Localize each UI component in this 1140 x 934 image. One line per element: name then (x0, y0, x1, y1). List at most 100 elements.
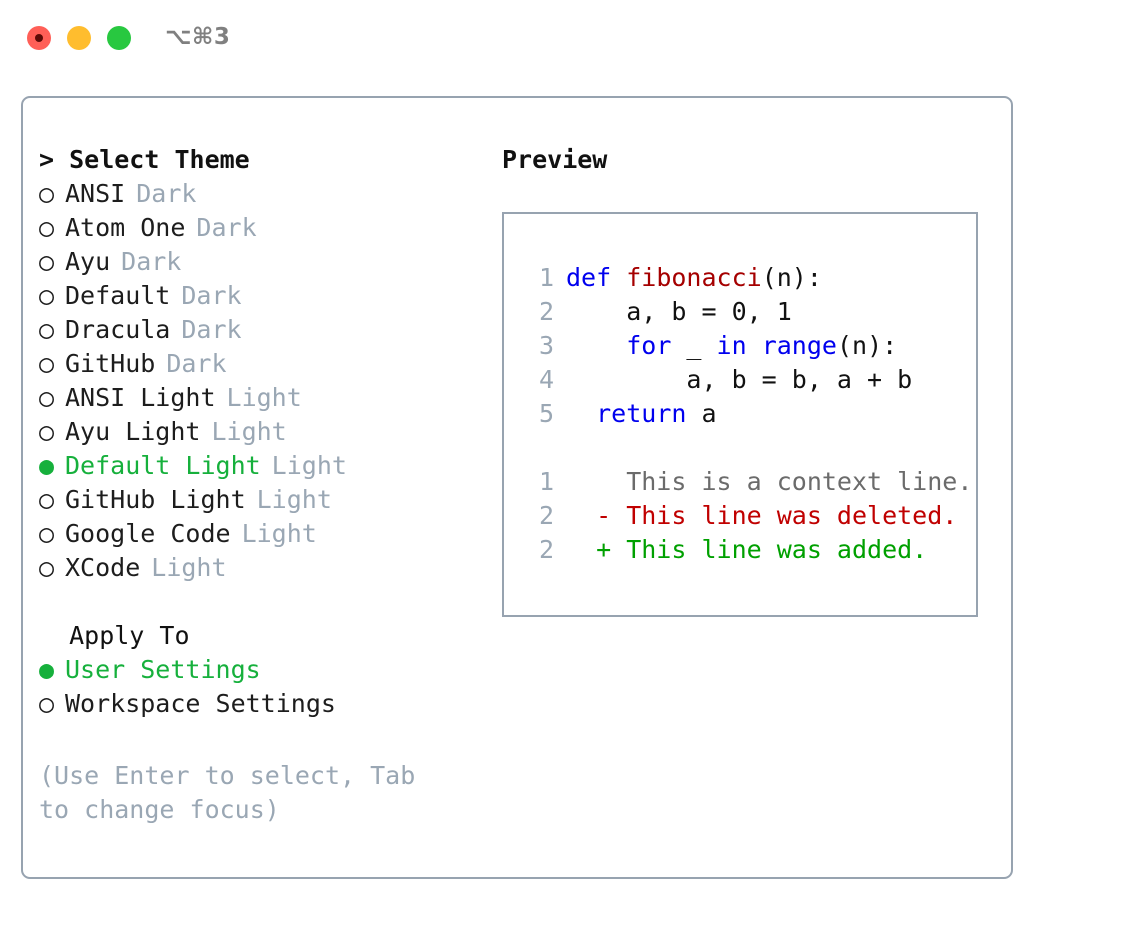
line-number: 2 (538, 297, 554, 326)
theme-option-label: Google Code (65, 519, 231, 548)
code-line-text: a, b = 0, 1 (566, 295, 792, 329)
radio-unselected-icon: ○ (39, 485, 55, 514)
apply-to-option-label: Workspace Settings (65, 689, 336, 718)
theme-option-label: Default (65, 281, 171, 310)
line-number: 2 (538, 501, 554, 530)
apply-to-heading: Apply To (39, 621, 190, 650)
theme-option-ansi-light[interactable]: ○ ANSI Light Light (39, 381, 489, 415)
keyboard-hint-text: (Use Enter to select, Tab to change focu… (39, 761, 416, 824)
apply-to-option-label: User Settings (65, 655, 261, 684)
code-line: 3 for _ in range(n): (520, 329, 968, 363)
line-number: 1 (538, 263, 554, 292)
theme-option-label: Dracula (65, 315, 171, 344)
code-token-plain: a (686, 399, 717, 428)
code-line: 1 def fibonacci(n): (520, 261, 968, 295)
apply-to-option-workspace-settings[interactable]: ○ Workspace Settings (39, 687, 489, 721)
code-token-fn: fibonacci (626, 263, 762, 292)
code-token-plain: (n): (836, 331, 898, 360)
code-token-plain: a, b = b, a + b (566, 365, 913, 394)
diff-sample: 1 This is a context line.2 - This line w… (520, 465, 972, 567)
code-token-plain: a, b = 0, 1 (566, 297, 792, 326)
radio-unselected-icon: ○ (39, 383, 55, 412)
theme-option-ayu-light[interactable]: ○ Ayu Light Light (39, 415, 489, 449)
code-token-kw: def (566, 263, 627, 292)
theme-option-label: Ayu Light (65, 417, 201, 446)
close-window-button[interactable] (27, 26, 51, 50)
radio-selected-icon: ● (39, 655, 55, 684)
radio-unselected-icon: ○ (39, 553, 55, 582)
theme-option-tag: Dark (181, 281, 242, 310)
code-line: 4 a, b = b, a + b (520, 363, 968, 397)
radio-unselected-icon: ○ (39, 519, 55, 548)
code-line-text: return a (566, 397, 717, 431)
theme-option-tag: Dark (166, 349, 227, 378)
select-theme-heading: > Select Theme (39, 145, 250, 174)
apply-to-option-user-settings[interactable]: ● User Settings (39, 653, 489, 687)
theme-option-dracula[interactable]: ○ Dracula Dark (39, 313, 489, 347)
theme-option-label: ANSI Light (65, 383, 216, 412)
radio-unselected-icon: ○ (39, 349, 55, 378)
diff-line: 2 + This line was added. (520, 533, 968, 567)
theme-option-tag: Light (271, 451, 347, 480)
diff-line-text-del: - This line was deleted. (566, 501, 958, 530)
maximize-window-button[interactable] (107, 26, 131, 50)
keyboard-shortcut-label: ⌥⌘3 (165, 24, 231, 50)
diff-line-text-ctx: This is a context line. (566, 467, 973, 496)
title-bar: ⌥⌘3 (0, 0, 1140, 78)
radio-unselected-icon: ○ (39, 179, 55, 208)
theme-option-default[interactable]: ○ Default Dark (39, 279, 489, 313)
radio-unselected-icon: ○ (39, 281, 55, 310)
theme-option-label: ANSI (65, 179, 126, 208)
radio-unselected-icon: ○ (39, 689, 55, 718)
code-token-kw: for (626, 331, 672, 360)
code-token-plain (747, 331, 762, 360)
code-line-text: a, b = b, a + b (566, 363, 912, 397)
theme-option-ayu[interactable]: ○ Ayu Dark (39, 245, 489, 279)
theme-option-tag: Dark (121, 247, 182, 276)
apply-to-option-list: ● User Settings ○ Workspace Settings (39, 653, 489, 721)
theme-option-label: GitHub Light (65, 485, 246, 514)
line-number: 5 (538, 399, 554, 428)
diff-line: 1 This is a context line. (520, 465, 972, 499)
code-token-plain: (n): (761, 263, 822, 292)
radio-unselected-icon: ○ (39, 247, 55, 276)
line-number: 2 (538, 535, 554, 564)
theme-option-label: XCode (65, 553, 141, 582)
code-line: 5 return a (520, 397, 968, 431)
code-token-plain (566, 331, 626, 360)
theme-option-tag: Dark (181, 315, 242, 344)
theme-option-label: Ayu (65, 247, 111, 276)
theme-option-label: Default Light (65, 451, 261, 480)
theme-option-github-light[interactable]: ○ GitHub Light Light (39, 483, 489, 517)
theme-option-default-light[interactable]: ● Default Light Light (39, 449, 489, 483)
theme-option-github[interactable]: ○ GitHub Dark (39, 347, 489, 381)
theme-option-tag: Light (211, 417, 287, 446)
code-line-text: for _ in range(n): (566, 329, 897, 363)
minimize-window-button[interactable] (67, 26, 91, 50)
radio-unselected-icon: ○ (39, 315, 55, 344)
code-line-text: def fibonacci(n): (566, 261, 822, 295)
radio-unselected-icon: ○ (39, 417, 55, 446)
code-token-kw: range (761, 331, 837, 360)
line-number: 1 (538, 467, 554, 496)
theme-option-tag: Light (256, 485, 332, 514)
theme-option-xcode[interactable]: ○ XCode Light (39, 551, 489, 585)
theme-option-tag: Light (151, 553, 227, 582)
theme-option-tag: Light (226, 383, 302, 412)
radio-selected-icon: ● (39, 451, 55, 480)
theme-option-tag: Dark (196, 213, 257, 242)
radio-unselected-icon: ○ (39, 213, 55, 242)
diff-line-text-add: + This line was added. (566, 535, 928, 564)
theme-option-label: GitHub (65, 349, 156, 378)
code-token-kw: in (716, 331, 747, 360)
traffic-light-group (27, 26, 131, 50)
